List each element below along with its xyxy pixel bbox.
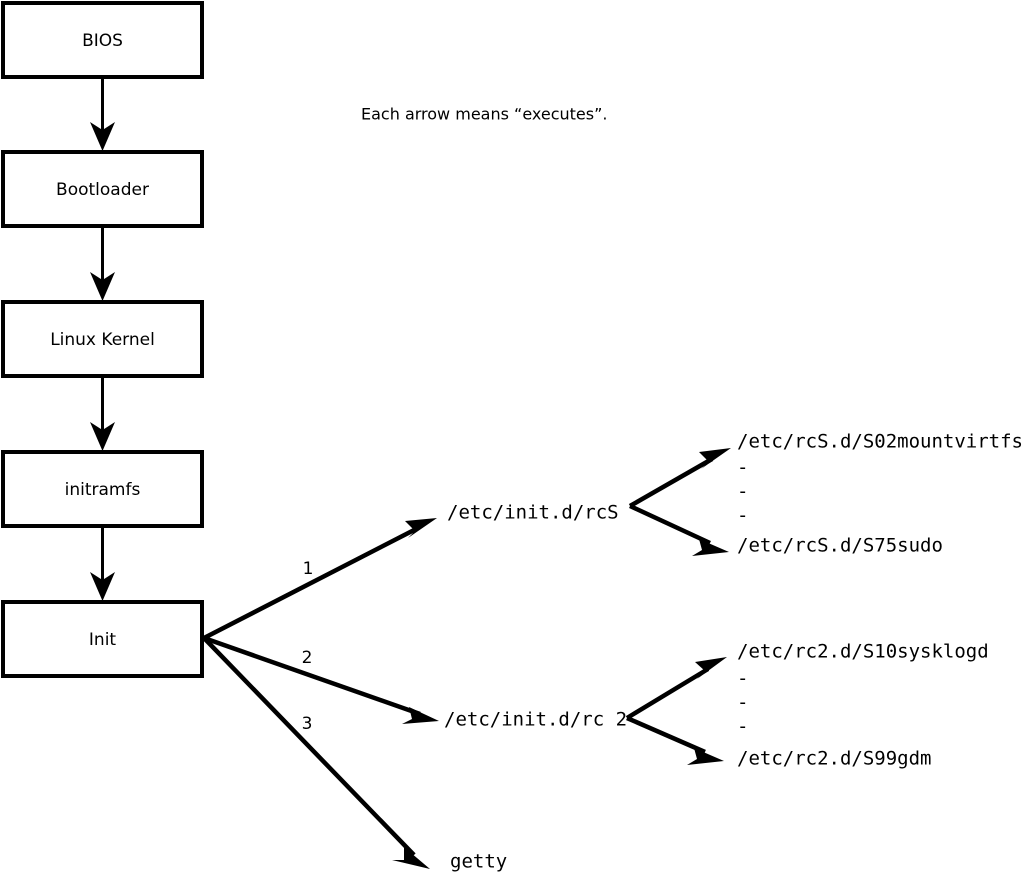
label-rc2-last-script[interactable]: /etc/rc2.d/S99gdm bbox=[737, 748, 931, 770]
branch-number-1: 1 bbox=[303, 559, 314, 579]
label-init-d-rcs[interactable]: /etc/init.d/rcS bbox=[447, 502, 619, 524]
label-init-d-rc2[interactable]: /etc/init.d/rc 2 bbox=[444, 709, 627, 731]
node-bootloader[interactable]: Bootloader bbox=[1, 150, 204, 228]
node-bootloader-label: Bootloader bbox=[56, 180, 149, 200]
node-initramfs[interactable]: initramfs bbox=[1, 450, 204, 528]
node-linux-kernel-label: Linux Kernel bbox=[50, 330, 155, 350]
node-initramfs-rect bbox=[1, 450, 204, 528]
node-bios-label: BIOS bbox=[82, 31, 123, 51]
rc2-ellipsis-dash-2: - bbox=[737, 692, 748, 714]
label-rcs-first-script[interactable]: /etc/rcS.d/S02mountvirtfs bbox=[737, 431, 1023, 453]
node-bios-rect bbox=[1, 1, 204, 79]
arrow-rc2-to-s10sysklogd bbox=[625, 657, 727, 720]
rcs-ellipsis-dash-3: - bbox=[737, 505, 748, 527]
arrow-init-to-getty bbox=[202, 636, 430, 869]
node-init-rect bbox=[1, 600, 204, 678]
arrow-init-to-rc2 bbox=[203, 635, 439, 724]
label-rcs-last-script[interactable]: /etc/rcS.d/S75sudo bbox=[737, 535, 943, 557]
label-rc2-first-script[interactable]: /etc/rc2.d/S10sysklogd bbox=[737, 641, 989, 663]
node-linux-kernel[interactable]: Linux Kernel bbox=[1, 300, 204, 378]
rc2-ellipsis-dash-1: - bbox=[737, 668, 748, 690]
node-init-label: Init bbox=[89, 630, 117, 650]
arrow-bootloader-to-kernel bbox=[90, 226, 115, 301]
arrow-init-to-rcs bbox=[202, 518, 437, 641]
arrow-rcs-to-s02mountvirtfs bbox=[628, 448, 731, 508]
legend-note: Each arrow means “executes”. bbox=[361, 105, 607, 124]
rcs-ellipsis-dash-2: - bbox=[737, 481, 748, 503]
arrow-rc2-to-s99gdm bbox=[626, 715, 724, 765]
rc2-ellipsis-dash-3: - bbox=[737, 716, 748, 738]
node-bios[interactable]: BIOS bbox=[1, 1, 204, 79]
branch-number-2: 2 bbox=[302, 648, 313, 668]
label-getty[interactable]: getty bbox=[450, 851, 507, 873]
rcs-ellipsis-dash-1: - bbox=[737, 457, 748, 479]
arrow-kernel-to-initramfs bbox=[90, 376, 115, 451]
arrow-bios-to-bootloader bbox=[90, 77, 115, 151]
arrow-initramfs-to-init bbox=[90, 526, 115, 601]
arrow-rcs-to-s75sudo bbox=[629, 503, 729, 556]
node-initramfs-label: initramfs bbox=[65, 480, 141, 500]
branch-number-3: 3 bbox=[302, 714, 313, 734]
node-init[interactable]: Init bbox=[1, 600, 204, 678]
